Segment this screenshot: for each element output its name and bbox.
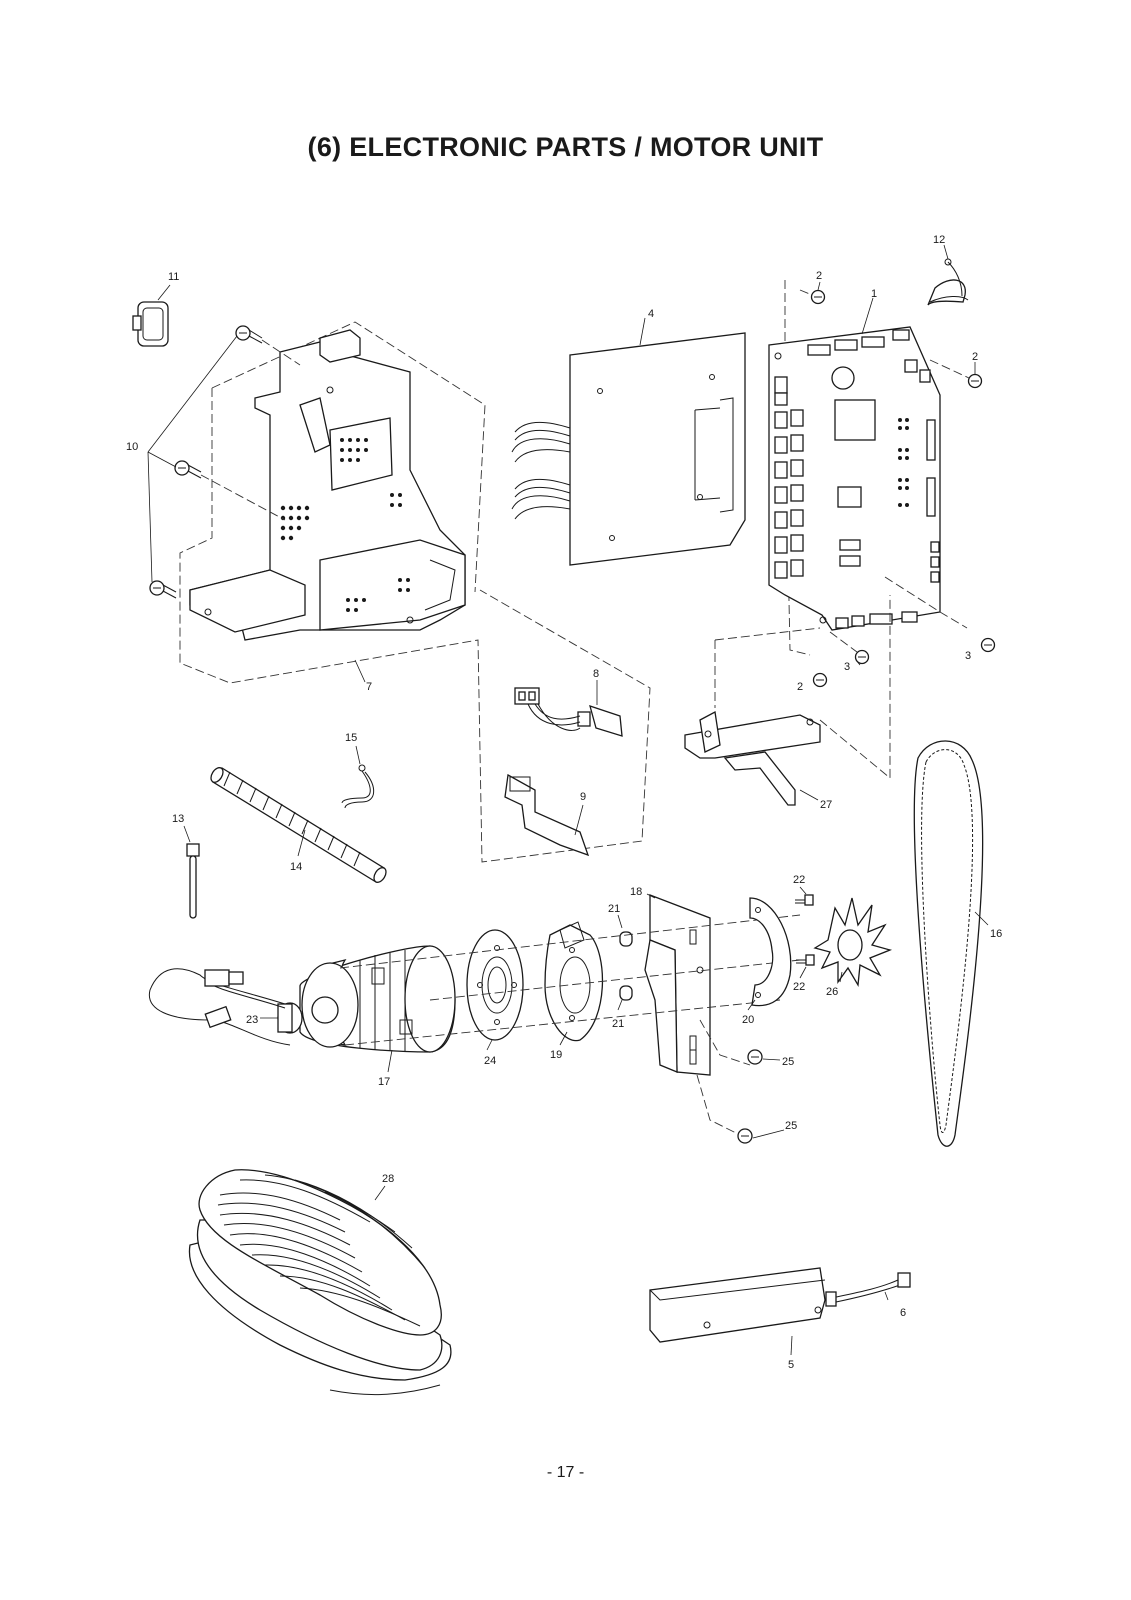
main-circuit-board-part [768,280,968,656]
sensor-plate-part [544,921,604,1046]
callout-21b: 21 [612,1018,624,1030]
circuit-board-icon [774,329,940,629]
screw-icon [812,672,828,688]
callout-10: 10 [126,441,138,453]
wire-clip-mid-part [341,745,375,809]
foot-controller-icon [188,1169,452,1396]
callout-1: 1 [871,288,877,300]
motor-bracket-part [644,893,751,1136]
callout-25b: 25 [785,1120,797,1132]
motor-screws-part [737,886,815,1144]
callout-2c: 2 [797,681,803,693]
callout-24: 24 [484,1055,496,1067]
callout-5: 5 [788,1359,794,1371]
callout-23: 23 [246,1014,258,1026]
callout-26: 26 [826,986,838,998]
board-screws-part [799,281,996,688]
callout-19: 19 [550,1049,562,1061]
callout-22b: 22 [793,981,805,993]
screw-icon [980,637,996,653]
switch-part [514,680,623,737]
ferrite-core-part [132,284,171,347]
spiral-tube-part [210,767,387,883]
callout-17: 17 [378,1076,390,1088]
callout-15: 15 [345,732,357,744]
callout-14: 14 [290,861,302,873]
fan-guard-part [747,897,792,1011]
callout-9: 9 [580,791,586,803]
bracket-screws-part [147,325,301,599]
screw-icon [829,631,870,665]
wire-clip-top-part [927,244,969,306]
callout-12: 12 [933,234,945,246]
screw-icon [795,894,814,906]
callout-22a: 22 [793,874,805,886]
callout-3b: 3 [965,650,971,662]
callout-27: 27 [820,799,832,811]
callout-16: 16 [990,928,1002,940]
callout-21a: 21 [608,903,620,915]
pins-part [617,914,633,1011]
callout-8: 8 [593,668,599,680]
motor-icon [148,945,456,1073]
callout-20: 20 [742,1014,754,1026]
screw-icon [149,580,177,599]
callout-7: 7 [366,681,372,693]
sub-board-part [511,317,746,566]
screw-icon [929,359,983,389]
page-number: - 17 - [546,1464,585,1481]
callout-11: 11 [168,271,179,283]
callout-4: 4 [648,308,654,320]
callout-28: 28 [382,1173,394,1185]
callout-3a: 3 [844,661,850,673]
resistor-plate-part [649,1267,911,1356]
callout-13: 13 [172,813,184,825]
assembly-axes [339,914,801,1046]
screw-icon [799,289,826,305]
screw-icon [747,1049,763,1065]
board-support-bracket-part [684,595,891,806]
page-title: (6) ELECTRONIC PARTS / MOTOR UNIT [307,132,824,162]
fan-part [813,897,893,988]
screw-icon [235,325,301,366]
callout-25a: 25 [782,1056,794,1068]
main-bracket-part [179,321,651,863]
motor-flange-part [466,929,524,1051]
insulation-plate-part [504,773,590,857]
callout-2b: 2 [972,351,978,363]
screw-icon [796,954,815,966]
screw-icon [737,1128,753,1144]
callout-2a: 2 [816,270,822,282]
callout-6: 6 [900,1307,906,1319]
screw-icon [174,460,286,521]
callout-18: 18 [630,886,642,898]
belt-icon [913,740,989,1147]
cable-tie-part [183,825,200,919]
callout-labels: 1 2 2 2 3 3 4 5 6 7 8 9 10 11 12 13 14 1… [126,234,1002,1371]
